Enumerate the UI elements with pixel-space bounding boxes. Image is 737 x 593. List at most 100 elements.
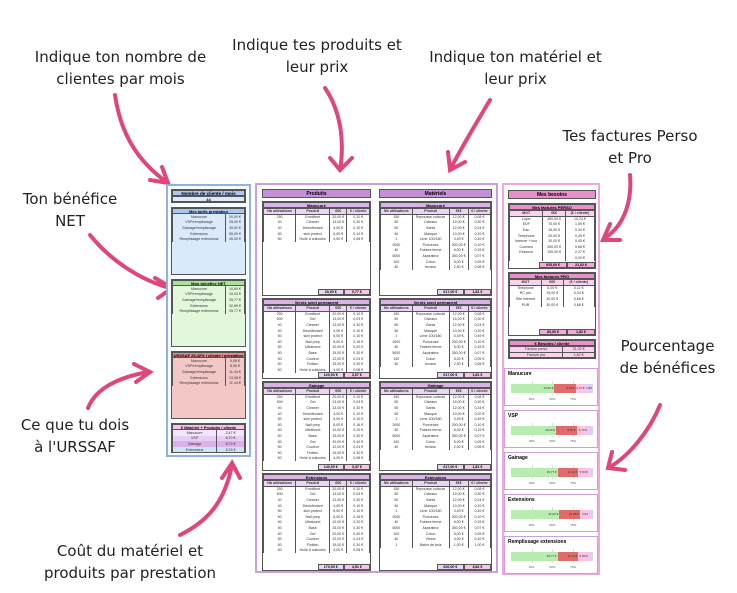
table-cell: 0,68 €	[562, 301, 596, 308]
table-cell: 10,00 €	[329, 344, 348, 351]
annotation-cout: Coût du matériel et produits par prestat…	[43, 542, 217, 582]
table-cell: 5,68 €	[565, 244, 595, 250]
annotation-materiel: Indique ton matériel et leur prix	[429, 48, 602, 88]
row-label: Extensions	[171, 230, 227, 237]
table-cell: 0,30 €	[346, 219, 370, 226]
table-cell: 50	[262, 547, 297, 554]
table-cell: 50	[262, 344, 297, 351]
table-cell: 0,10 €	[346, 508, 370, 515]
column-header: € / cliente	[467, 388, 492, 395]
table-cell: Facture perso	[508, 346, 564, 353]
materiels-title: Matériels	[379, 189, 492, 198]
stacked-bar: 32,69 €13,98 €6,03 €	[511, 510, 593, 519]
column-header: Nb utilisations	[262, 208, 297, 215]
row-label: Remplissage extensions	[171, 380, 227, 386]
section-title: € Matériel + Produits / cliente	[172, 424, 245, 430]
stacked-bar: 10,69 €5,08 €2,47 €1,85 €	[511, 384, 593, 393]
table-cell: 40	[262, 219, 297, 226]
total-value: 620,00 €	[436, 564, 464, 570]
table-cell: 50	[262, 230, 297, 237]
table-cell: 0,24 €	[346, 355, 370, 362]
table-cell: 0,10 €	[346, 327, 370, 334]
table-cell: 20,00 €	[329, 311, 348, 317]
row-label: Gainage	[171, 441, 218, 447]
total-value: 1,81 €	[463, 464, 491, 470]
table-cell: 0,03 €	[346, 399, 370, 406]
column-header: €€€	[329, 480, 348, 487]
table-cell: 0,20 €	[467, 502, 492, 509]
table-cell: 0,49 €	[467, 333, 492, 340]
table-cell: 10,00 €	[448, 327, 469, 334]
row-label: Manucure	[171, 358, 227, 364]
row-value: 6,70 €	[216, 435, 245, 442]
axis-tick: 75%	[570, 523, 577, 527]
section-name: Vernis semi permanent	[263, 299, 370, 305]
table-cell: 0,06 €	[467, 361, 492, 368]
table-cell: 13,00 €	[329, 322, 348, 328]
bar-segment-urssaf: 8,90 €	[556, 426, 577, 435]
table-cell: 6,00 €	[448, 427, 469, 434]
table-cell: 12,00 €	[329, 444, 348, 451]
row-value: 11,44 €	[225, 369, 245, 375]
row-value: 25,77 €	[225, 308, 245, 314]
row-value: 2,47 €	[216, 430, 245, 436]
table-cell: 0,30 €	[467, 316, 492, 323]
total-value: 617,00 €	[436, 289, 464, 295]
table-cell: 50	[262, 444, 297, 451]
table-cell: 13,00 €	[329, 405, 348, 411]
table-cell: Repousse cuticule	[411, 214, 450, 220]
table-cell: 50	[262, 514, 297, 520]
table-cell: 15,00 €	[329, 525, 348, 531]
table-cell: 8,00 €	[329, 339, 348, 345]
table-cell: 4,00 €	[329, 502, 348, 509]
bar-segment-mat-riel-produits: 6,70 €	[576, 426, 589, 435]
table-cell: 0,08 €	[467, 394, 492, 400]
total-row: 80,00 €1,82 €	[539, 329, 595, 335]
section-name: Extensions	[380, 474, 491, 480]
table-cell: 40	[262, 327, 297, 334]
clients-input[interactable]: 44	[172, 196, 245, 202]
table-cell	[542, 255, 566, 261]
column-header: €€€	[448, 305, 469, 312]
table-cell: 1,59 €	[565, 221, 595, 228]
bar-segment-mat-riel-produits: 5,80 €	[578, 552, 589, 561]
table-cell: 20,00 €	[329, 394, 348, 400]
annotation-produits: Indique tes produits et leur prix	[232, 36, 402, 76]
row-value: 45,00 €	[225, 225, 245, 231]
table-cell: 50	[262, 367, 297, 373]
table-cell: 0,11 €	[562, 285, 596, 291]
table-cell: 0,10 €	[467, 339, 492, 345]
table-cell: 350,00 €	[448, 433, 469, 439]
table-cell: 4,00 €	[329, 547, 348, 554]
table-cell: brosse	[411, 361, 450, 368]
